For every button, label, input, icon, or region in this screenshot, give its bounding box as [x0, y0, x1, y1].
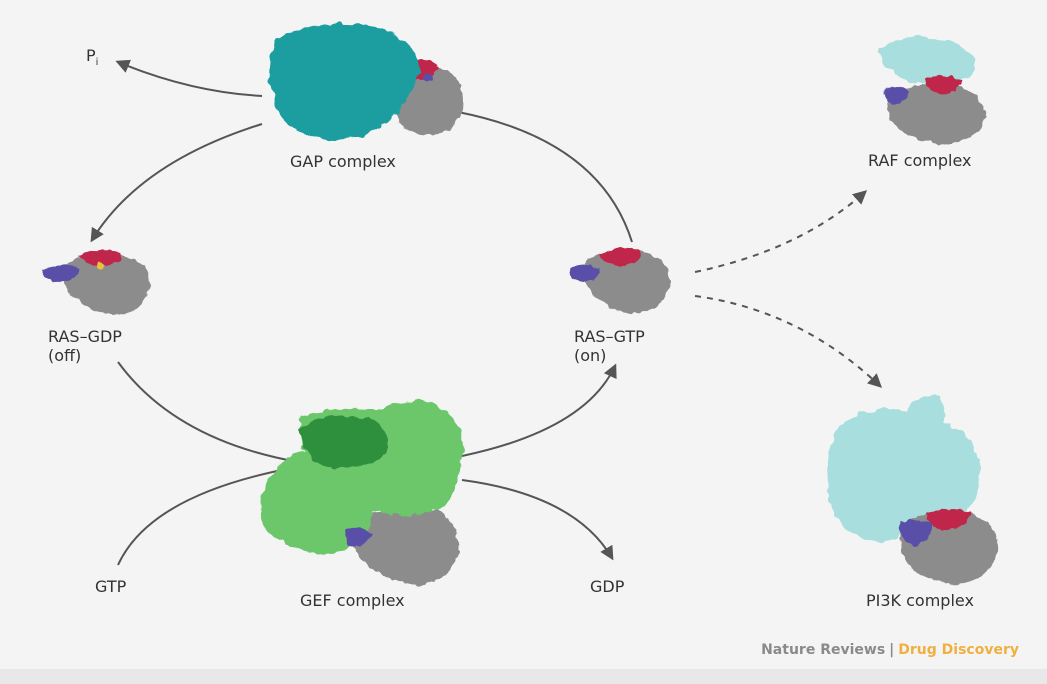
arrow-gap-to-ras-gdp [90, 123, 263, 243]
credit-separator: | [889, 642, 895, 658]
pi3k-complex-structure [826, 395, 999, 584]
effector-arrows [694, 190, 883, 388]
ras-gtp-label: RAS–GTP (on) [574, 327, 645, 365]
pi-text: P [86, 46, 96, 65]
arrow-gef-to-ras-gtp [461, 363, 617, 457]
bottom-strip [0, 669, 1047, 684]
cycle-arrows [90, 59, 633, 566]
pi-subscript: i [95, 57, 99, 69]
credit-publisher: Nature Reviews [761, 642, 886, 658]
credit-journal: Drug Discovery [898, 642, 1019, 658]
gap-complex-structure [269, 23, 463, 140]
ras-gtp-name: RAS–GTP [574, 327, 645, 346]
ras-gdp-state: (off) [48, 346, 82, 365]
gef-complex-structure [260, 399, 463, 585]
arrow-gef-to-gdp [461, 479, 614, 561]
arrow-ras-gtp-to-pi3k [694, 295, 883, 388]
raf-complex-label: RAF complex [868, 151, 972, 170]
ras-gtp-structure [570, 247, 670, 314]
figure-credit: Nature Reviews|Drug Discovery [761, 642, 1019, 658]
ras-gdp-label: RAS–GDP (off) [48, 327, 122, 365]
gap-complex-label: GAP complex [290, 152, 396, 171]
ras-gtp-state: (on) [574, 346, 607, 365]
ras-gdp-name: RAS–GDP [48, 327, 122, 346]
gtp-label: GTP [95, 577, 127, 596]
arrow-gap-to-pi [115, 59, 263, 97]
arrow-gtp-to-gef [117, 467, 293, 566]
raf-complex-structure [880, 37, 985, 144]
arrow-ras-gtp-to-raf [694, 190, 868, 273]
pi-label: Pi [86, 46, 98, 72]
gdp-label: GDP [590, 577, 625, 596]
ras-gdp-structure [42, 249, 150, 315]
gef-complex-label: GEF complex [300, 591, 405, 610]
arrow-ras-gdp-to-gef [117, 361, 299, 463]
arrow-ras-gtp-to-gap [457, 111, 633, 243]
pi3k-complex-label: PI3K complex [866, 591, 974, 610]
